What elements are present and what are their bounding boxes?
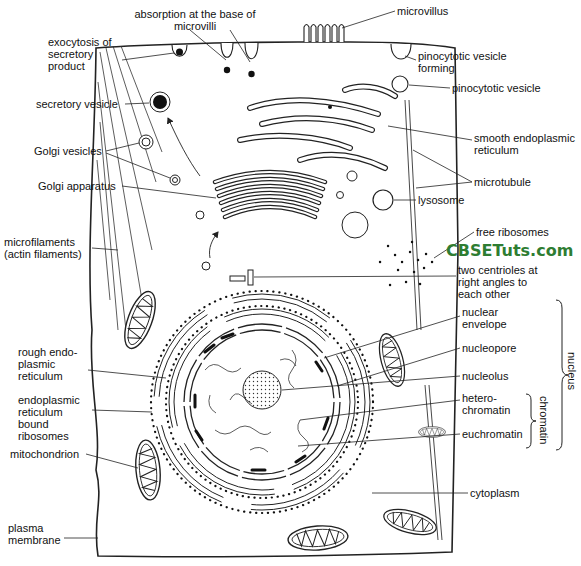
watermark: CBSETuts.com <box>446 242 573 260</box>
transport-vesicle <box>202 262 210 270</box>
plasma-membrane <box>90 42 458 557</box>
part-label: microtubule <box>474 176 531 188</box>
free-ribosomes <box>380 242 432 285</box>
golgi-vesicle <box>142 138 150 146</box>
part-label: Golgi vesicles <box>34 145 102 157</box>
part-label: secretory vesicle <box>36 98 118 110</box>
transport-arrow <box>168 118 200 176</box>
absorbed-vesicle <box>248 71 254 77</box>
euchromatin-strands <box>205 350 309 452</box>
group-label: nucleus <box>566 352 578 390</box>
microtubules <box>405 100 442 540</box>
secretory-vesicle <box>153 95 167 109</box>
secretory-vesicle-ring <box>150 92 170 112</box>
pinocytotic-vesicle <box>392 76 408 92</box>
vesicle <box>347 171 357 181</box>
golgi-vesicle <box>337 192 344 199</box>
part-label: cytoplasm <box>470 487 520 499</box>
part-label: nucleopore <box>462 342 516 354</box>
mitochondrion <box>118 288 161 353</box>
part-label: two centrioles at right angles to each o… <box>458 264 548 300</box>
lysosome <box>373 190 393 210</box>
part-label: lysosome <box>418 194 464 206</box>
group-label: chromatin <box>538 396 550 444</box>
golgi-vesicle <box>170 175 180 185</box>
part-label: plasma membrane <box>8 522 68 546</box>
nuclear-envelope <box>190 330 334 474</box>
rough-er <box>169 309 355 495</box>
part-label: Golgi apparatus <box>38 180 116 192</box>
exocytosis-cup <box>172 45 187 56</box>
heterochromatin <box>195 334 328 470</box>
golgi-vesicle <box>173 178 178 183</box>
microvilli <box>304 25 344 43</box>
rough-er <box>154 294 370 510</box>
nuclear-envelope <box>184 324 340 480</box>
secretory-product <box>176 49 183 56</box>
chromatin-bracket <box>526 394 536 448</box>
part-label: pinocytotic vesicle forming <box>418 50 518 74</box>
part-label: nucleolus <box>462 370 508 382</box>
part-label: smooth endoplasmic reticulum <box>474 132 581 156</box>
part-label: mitochondrion <box>10 448 79 460</box>
part-label: euchromatin <box>462 428 523 440</box>
part-label: microfilaments (actin filaments) <box>4 236 96 260</box>
golgi-vesicle <box>139 135 153 149</box>
golgi-outline <box>215 172 325 217</box>
er-ribosomes <box>151 291 373 513</box>
part-label: endoplasmic reticulum bound ribosomes <box>18 394 90 442</box>
rough-er <box>159 299 365 505</box>
smooth-er-outline <box>240 87 395 168</box>
part-label: rough endo- plasmic reticulum <box>18 346 88 382</box>
part-label: microvillus <box>397 5 448 17</box>
part-label: hetero- chromatin <box>462 392 514 416</box>
centriole <box>230 276 245 281</box>
centriole <box>248 270 253 285</box>
mitochondrion <box>381 505 439 540</box>
part-label: exocytosis of secretory product <box>48 36 122 72</box>
nucleolus <box>243 371 281 409</box>
golgi-cisternae <box>215 172 325 217</box>
er-dot <box>328 105 332 109</box>
mitochondrion <box>287 524 349 552</box>
part-label: absorption at the base of microvilli <box>130 8 260 32</box>
transport-arrow <box>209 232 218 258</box>
part-label: free ribosomes <box>476 226 549 238</box>
leader-lines <box>64 11 474 538</box>
er-ribosomes <box>166 306 358 498</box>
vacuole <box>342 212 368 238</box>
part-label: nuclear envelope <box>462 306 522 330</box>
part-label: pinocytotic vesicle <box>452 82 541 94</box>
golgi-vesicle <box>196 211 204 219</box>
rough-er <box>174 314 350 490</box>
mitochondrion <box>133 439 162 501</box>
absorbed-vesicle <box>224 67 230 73</box>
smooth-er-lumen <box>240 87 395 168</box>
